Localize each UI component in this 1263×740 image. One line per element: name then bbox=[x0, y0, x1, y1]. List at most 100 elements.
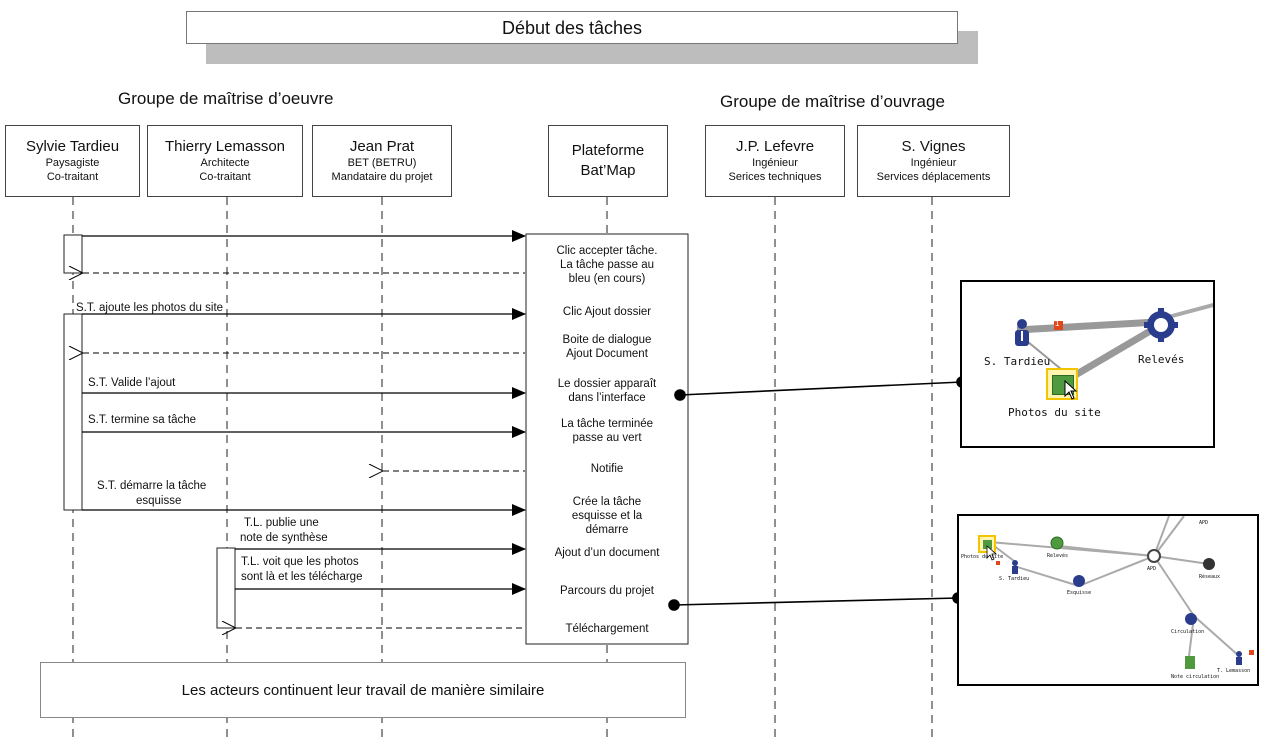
badge-mini-icon-2 bbox=[1249, 650, 1254, 655]
actor-status: Serices techniques bbox=[728, 171, 822, 183]
tardieu-user-icon bbox=[1012, 560, 1018, 566]
action-line: passe au vert bbox=[572, 432, 642, 444]
actor-name: S. Vignes bbox=[901, 138, 966, 155]
actor-role: Paysagiste bbox=[45, 157, 100, 169]
actor-name: Jean Prat bbox=[349, 138, 415, 155]
platform-action-task-done: La tâche terminée passe au vert bbox=[532, 417, 682, 445]
esquisse-gear-icon bbox=[1073, 575, 1085, 587]
label-reseaux: Réseaux bbox=[1199, 574, 1221, 580]
label-circulation: Circulation bbox=[1171, 629, 1205, 635]
tardieu-user-body bbox=[1012, 566, 1018, 574]
label-tardieu: S. Tardieu bbox=[999, 576, 1030, 582]
actor-status: Co-traitant bbox=[46, 171, 99, 183]
group-label-oeuvre: Groupe de maîtrise d’oeuvre bbox=[118, 89, 334, 108]
folder-mini-icon bbox=[983, 540, 992, 549]
action-line: La tâche terminée bbox=[560, 418, 654, 430]
actor-role: Ingénieur bbox=[910, 157, 957, 169]
message-label-finish: S.T. termine sa tâche bbox=[88, 414, 197, 426]
platform-action-download: Téléchargement bbox=[532, 622, 682, 636]
cursor-icon bbox=[1064, 380, 1078, 400]
label-releves: Relevés bbox=[1047, 553, 1069, 559]
platform-box: Plateforme Bat’Map bbox=[548, 125, 668, 197]
interface-screenshot-folder: 1 S. Tardieu Relevés Photos du site bbox=[960, 280, 1215, 448]
label-lemasson: T. Lemasson bbox=[1217, 668, 1251, 674]
action-line: Boite de dialogue bbox=[562, 334, 652, 346]
activation-bar-lemasson bbox=[216, 547, 236, 629]
actor-role: Ingénieur bbox=[752, 157, 798, 169]
platform-action-notify: Notifie bbox=[532, 462, 682, 476]
actor-box-jean-prat: Jean Prat BET (BETRU) Mandataire du proj… bbox=[312, 125, 452, 197]
platform-action-browse: Parcours du projet bbox=[532, 584, 682, 598]
message-label-publish-1: T.L. publie une bbox=[244, 517, 319, 529]
note-doc-icon bbox=[1185, 656, 1195, 669]
task-label: Relevés bbox=[1138, 353, 1185, 366]
page-title-box: Début des tâches bbox=[186, 11, 958, 44]
connector-dot-start-2 bbox=[668, 599, 680, 611]
actor-status: Mandataire du projet bbox=[331, 171, 433, 183]
label-photos: Photos du site bbox=[961, 554, 1004, 560]
connector-dot-start-1 bbox=[674, 389, 686, 401]
label-apd: APD bbox=[1147, 566, 1157, 572]
platform-action-dialog: Boite de dialogue Ajout Document bbox=[532, 333, 682, 361]
cursor-mini-icon bbox=[986, 545, 998, 561]
action-line: Ajout Document bbox=[566, 348, 648, 360]
circulation-gear-icon bbox=[1185, 613, 1197, 625]
apd-hub-icon bbox=[1147, 549, 1161, 563]
platform-action-add-folder: Clic Ajout dossier bbox=[532, 305, 682, 319]
actor-role: Architecte bbox=[200, 157, 250, 169]
action-line: bleu (en cours) bbox=[568, 273, 646, 285]
activation-bar-tardieu-2 bbox=[63, 313, 83, 511]
label-esquisse: Esquisse bbox=[1067, 590, 1092, 596]
lemasson-user-body bbox=[1236, 657, 1242, 665]
connector-folder-screenshot bbox=[679, 381, 963, 396]
message-label-start-sketch-2: esquisse bbox=[136, 495, 182, 507]
action-line: Le dossier apparaît bbox=[557, 378, 657, 390]
group-label-ouvrage: Groupe de maîtrise d’ouvrage bbox=[720, 92, 945, 111]
action-line: Notifie bbox=[590, 463, 624, 475]
actor-box-sylvie-tardieu: Sylvie Tardieu Paysagiste Co-traitant bbox=[5, 125, 140, 197]
screenshot-graph-2 bbox=[978, 516, 1254, 669]
message-label-browse-1: T.L. voit que les photos bbox=[241, 556, 359, 568]
activation-bar-tardieu-1 bbox=[63, 234, 83, 274]
user-icon bbox=[1015, 319, 1029, 346]
message-label-start-sketch-1: S.T. démarre la tâche bbox=[97, 480, 207, 492]
action-line: Clic accepter tâche. bbox=[556, 245, 658, 257]
actor-role: BET (BETRU) bbox=[347, 157, 417, 169]
action-line: esquisse et la bbox=[571, 510, 643, 522]
badge-mini-icon bbox=[996, 561, 1000, 565]
user-label: S. Tardieu bbox=[984, 355, 1051, 368]
action-line: Crée la tâche bbox=[572, 496, 642, 508]
label-note: Note circulation bbox=[1171, 674, 1220, 680]
actor-status: Co-traitant bbox=[199, 171, 251, 183]
action-line: dans l’interface bbox=[568, 392, 646, 404]
message-label-add-photos: S.T. ajoute les photos du site bbox=[76, 302, 224, 314]
platform-action-accept: Clic accepter tâche. La tâche passe au b… bbox=[532, 244, 682, 286]
actor-name: Thierry Lemasson bbox=[164, 138, 286, 155]
actor-box-s-vignes: S. Vignes Ingénieur Services déplacement… bbox=[857, 125, 1010, 197]
screenshot-graph-1 bbox=[1016, 302, 1213, 381]
interface-screenshot-project: Photos du site Relevés APD APD S. Tardie… bbox=[957, 514, 1259, 686]
continuation-box: Les acteurs continuent leur travail de m… bbox=[40, 662, 686, 718]
continuation-text: Les acteurs continuent leur travail de m… bbox=[181, 682, 545, 699]
lemasson-user-icon bbox=[1236, 651, 1242, 657]
reseaux-gear-icon bbox=[1203, 558, 1215, 570]
actor-name: J.P. Lefevre bbox=[735, 138, 815, 155]
actor-box-thierry-lemasson: Thierry Lemasson Architecte Co-traitant bbox=[147, 125, 303, 197]
actor-name: Sylvie Tardieu bbox=[25, 138, 120, 155]
label-apd-top: APD bbox=[1199, 520, 1209, 526]
message-label-browse-2: sont là et les télécharge bbox=[241, 571, 363, 583]
action-line: Parcours du projet bbox=[560, 585, 654, 597]
badge-label: 1 bbox=[1055, 319, 1060, 328]
badge-icon bbox=[1054, 321, 1063, 330]
platform-action-add-document: Ajout d’un document bbox=[532, 546, 682, 560]
task-gear-icon bbox=[1144, 308, 1178, 342]
action-line: Clic Ajout dossier bbox=[562, 306, 652, 318]
action-line: Téléchargement bbox=[565, 623, 649, 635]
connector-browse-screenshot bbox=[673, 597, 959, 606]
releves-gear-icon bbox=[1050, 536, 1064, 550]
folder-label: Photos du site bbox=[1008, 406, 1101, 419]
activation-bar-platform bbox=[525, 233, 689, 645]
platform-action-folder-appears: Le dossier apparaît dans l’interface bbox=[532, 377, 682, 405]
platform-action-create-sketch: Crée la tâche esquisse et la démarre bbox=[532, 495, 682, 537]
message-label-publish-2: note de synthèse bbox=[240, 532, 328, 544]
